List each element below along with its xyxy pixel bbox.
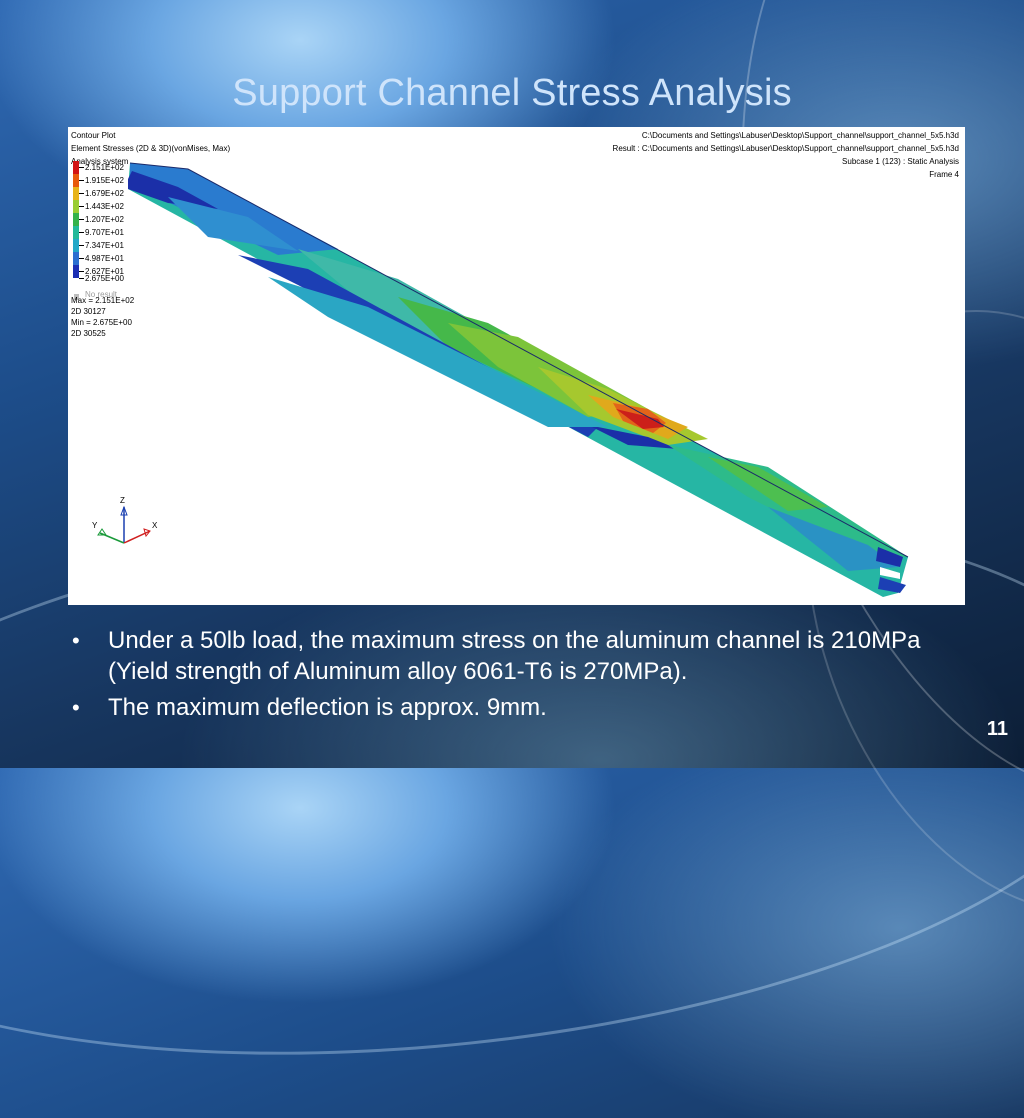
legend-tick <box>79 180 84 181</box>
legend-swatch <box>73 213 79 226</box>
axis-z-label: Z <box>120 496 125 505</box>
legend-tick <box>79 258 84 259</box>
slide-title: Support Channel Stress Analysis <box>232 72 792 114</box>
beam-contour-graphic <box>128 162 909 597</box>
bullet-text: The maximum deflection is approx. 9mm. <box>108 694 547 721</box>
legend-tick <box>79 206 84 207</box>
legend-label: 1.443E+02 <box>85 202 124 211</box>
legend-swatch <box>73 200 79 213</box>
legend-label: 7.347E+01 <box>85 241 124 250</box>
legend-tick <box>79 271 84 272</box>
stat-max-element: 2D 30127 <box>71 307 106 316</box>
plot-header-line: Element Stresses (2D & 3D)(vonMises, Max… <box>71 144 231 153</box>
legend-label: 1.207E+02 <box>85 215 124 224</box>
axis-triad-icon: Z Y X <box>92 496 158 544</box>
legend-tick <box>79 193 84 194</box>
bullet-dot-icon: • <box>72 695 80 720</box>
legend-tick <box>79 219 84 220</box>
legend-label: 2.151E+02 <box>85 163 124 172</box>
legend-swatch <box>73 187 79 200</box>
plot-stats: Max = 2.151E+02 2D 30127 Min = 2.675E+00… <box>71 295 134 339</box>
axis-x-label: X <box>152 521 158 530</box>
plot-frame: Frame 4 <box>929 170 959 179</box>
axis-y-label: Y <box>92 521 98 530</box>
contour-plot-image: Contour Plot Element Stresses (2D & 3D)(… <box>68 127 965 605</box>
legend-label: 9.707E+01 <box>85 228 124 237</box>
plot-result-path: Result : C:\Documents and Settings\Labus… <box>612 144 959 153</box>
stat-min: Min = 2.675E+00 <box>71 318 132 327</box>
legend-label: 1.679E+02 <box>85 189 124 198</box>
stat-min-element: 2D 30525 <box>71 329 106 338</box>
legend-label: No result <box>85 290 118 299</box>
legend-label: 4.987E+01 <box>85 254 124 263</box>
legend-swatch <box>73 174 79 187</box>
legend-swatch <box>73 226 79 239</box>
legend-swatch <box>73 239 79 252</box>
legend-swatch <box>74 294 79 300</box>
legend-swatch <box>73 265 79 278</box>
bullet-list: • Under a 50lb load, the maximum stress … <box>70 625 970 728</box>
plot-file-path: C:\Documents and Settings\Labuser\Deskto… <box>641 131 959 140</box>
stat-max: Max = 2.151E+02 <box>71 296 135 305</box>
legend-tick <box>79 278 84 279</box>
legend-tick <box>79 232 84 233</box>
bullet-item: • The maximum deflection is approx. 9mm. <box>70 692 970 723</box>
plot-subcase: Subcase 1 (123) : Static Analysis <box>842 157 959 166</box>
legend-tick <box>79 245 84 246</box>
bullet-dot-icon: • <box>72 628 80 653</box>
bullet-text: Under a 50lb load, the maximum stress on… <box>108 627 921 685</box>
legend-swatch <box>73 252 79 265</box>
plot-header-line: Contour Plot <box>71 131 116 140</box>
legend-label: 1.915E+02 <box>85 176 124 185</box>
legend-label: 2.627E+01 <box>85 267 124 276</box>
page-number: 11 <box>986 718 1008 740</box>
plot-header-left: Contour Plot Element Stresses (2D & 3D)(… <box>71 129 230 168</box>
plot-header-right: C:\Documents and Settings\Labuser\Deskto… <box>613 129 959 181</box>
legend-tick <box>79 167 84 168</box>
legend-label: 2.675E+00 <box>85 274 124 283</box>
plot-header-line: Analysis system <box>71 157 129 166</box>
bullet-item: • Under a 50lb load, the maximum stress … <box>70 625 970 687</box>
legend-swatch <box>73 161 79 174</box>
